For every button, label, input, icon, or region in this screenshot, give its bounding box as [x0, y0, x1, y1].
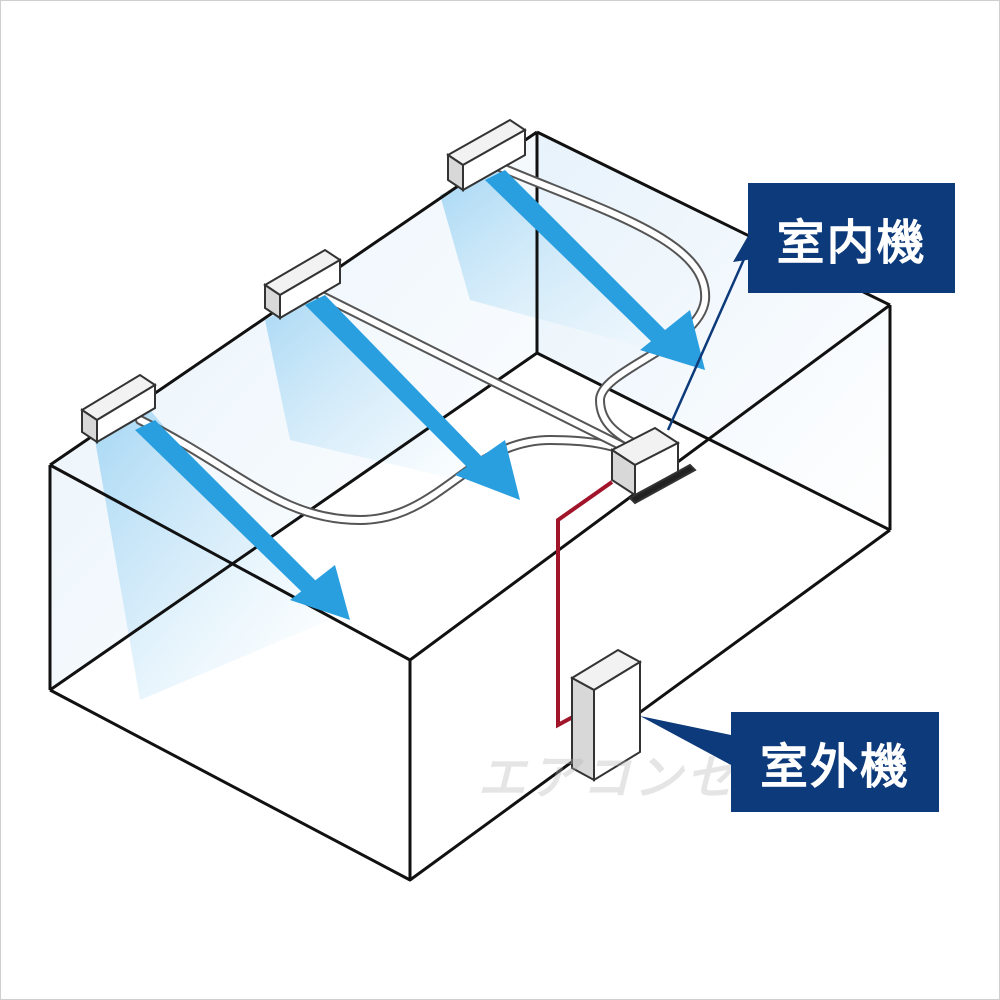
outline-front-bottom: [49, 528, 891, 882]
pipe-middle-inner: [307, 287, 643, 458]
indoor-unit-left: [80, 373, 157, 444]
outdoor-refrigerant-line: [556, 480, 614, 729]
outdoor-unit-label: 室外機: [731, 712, 939, 812]
outline-floor-back: [49, 351, 891, 692]
indoor-unit-right: [446, 118, 527, 192]
outdoor-pointer-wedge: [640, 716, 731, 765]
airflow-arrow-middle: [305, 295, 520, 500]
pipe-left-inner: [137, 417, 633, 524]
outdoor-unit: [569, 648, 643, 782]
indoor-unit-label: 室内機: [748, 183, 955, 293]
airflow-arrow-right: [485, 170, 705, 370]
branch-box: [610, 426, 697, 505]
airflow-arrow-left: [135, 420, 350, 620]
back-right-wall: [537, 132, 890, 530]
indoor-unit-middle: [263, 248, 342, 320]
airflow-arrows: [135, 170, 705, 620]
watermark-text: エアコンセ: [478, 750, 739, 806]
indoor-units: [80, 118, 697, 505]
indoor-pointer-line: [666, 249, 750, 431]
airflow-beam-left: [95, 410, 330, 700]
